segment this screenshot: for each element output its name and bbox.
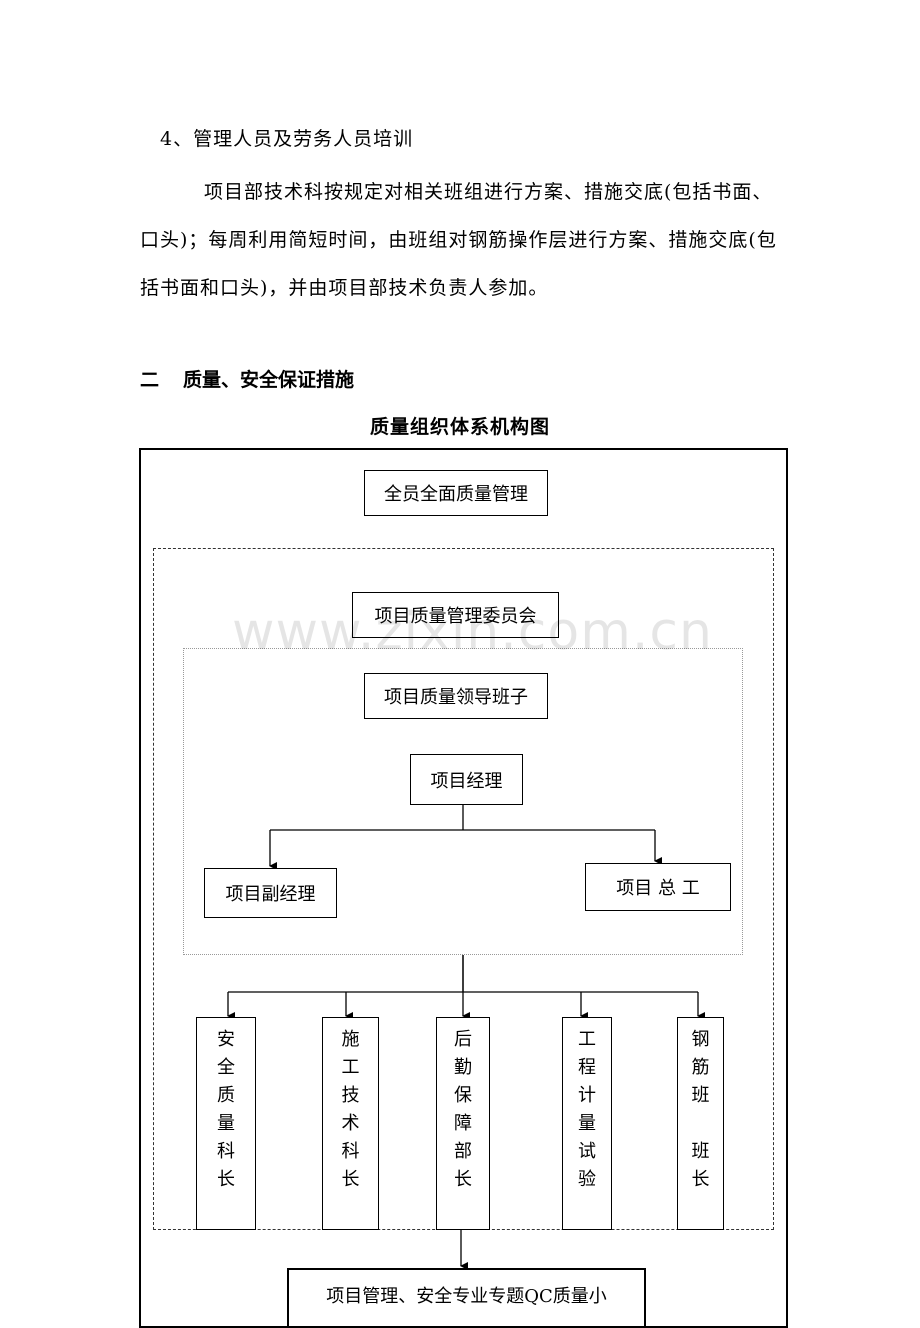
project-manager-box: 项目经理 [410,754,523,805]
leadership-scope-frame [183,648,743,955]
section-heading: 二 质量、安全保证措施 [140,365,354,392]
quality-committee-box: 项目质量管理委员会 [352,592,559,638]
dept-box-measurement-testing: 工程计量试验 [562,1017,612,1230]
subsection-heading: 4、管理人员及劳务人员培训 [160,128,414,150]
watermark: www.zixin.com.cn [232,602,713,662]
dept-box-rebar-team: 钢筋班班长 [677,1017,724,1230]
chart-title: 质量组织体系机构图 [369,416,550,438]
qc-group-box: 项目管理、安全专业专题QC质量小 [287,1268,646,1328]
chief-engineer-box: 项目 总 工 [585,863,731,911]
dept-box-safety-quality: 安全质量科长 [196,1017,256,1230]
dept-box-logistics: 后勤保障部长 [436,1017,490,1230]
deputy-manager-box: 项目副经理 [204,868,337,918]
quality-leadership-box: 项目质量领导班子 [364,673,548,719]
quality-management-box: 全员全面质量管理 [364,470,548,516]
dept-box-construction-tech: 施工技术科长 [322,1017,379,1230]
body-paragraph: 项目部技术科按规定对相关班组进行方案、措施交底(包括书面、口头)；每周利用简短时… [140,181,777,299]
section-title: 质量、安全保证措施 [183,369,355,391]
section-number: 二 [140,369,160,391]
